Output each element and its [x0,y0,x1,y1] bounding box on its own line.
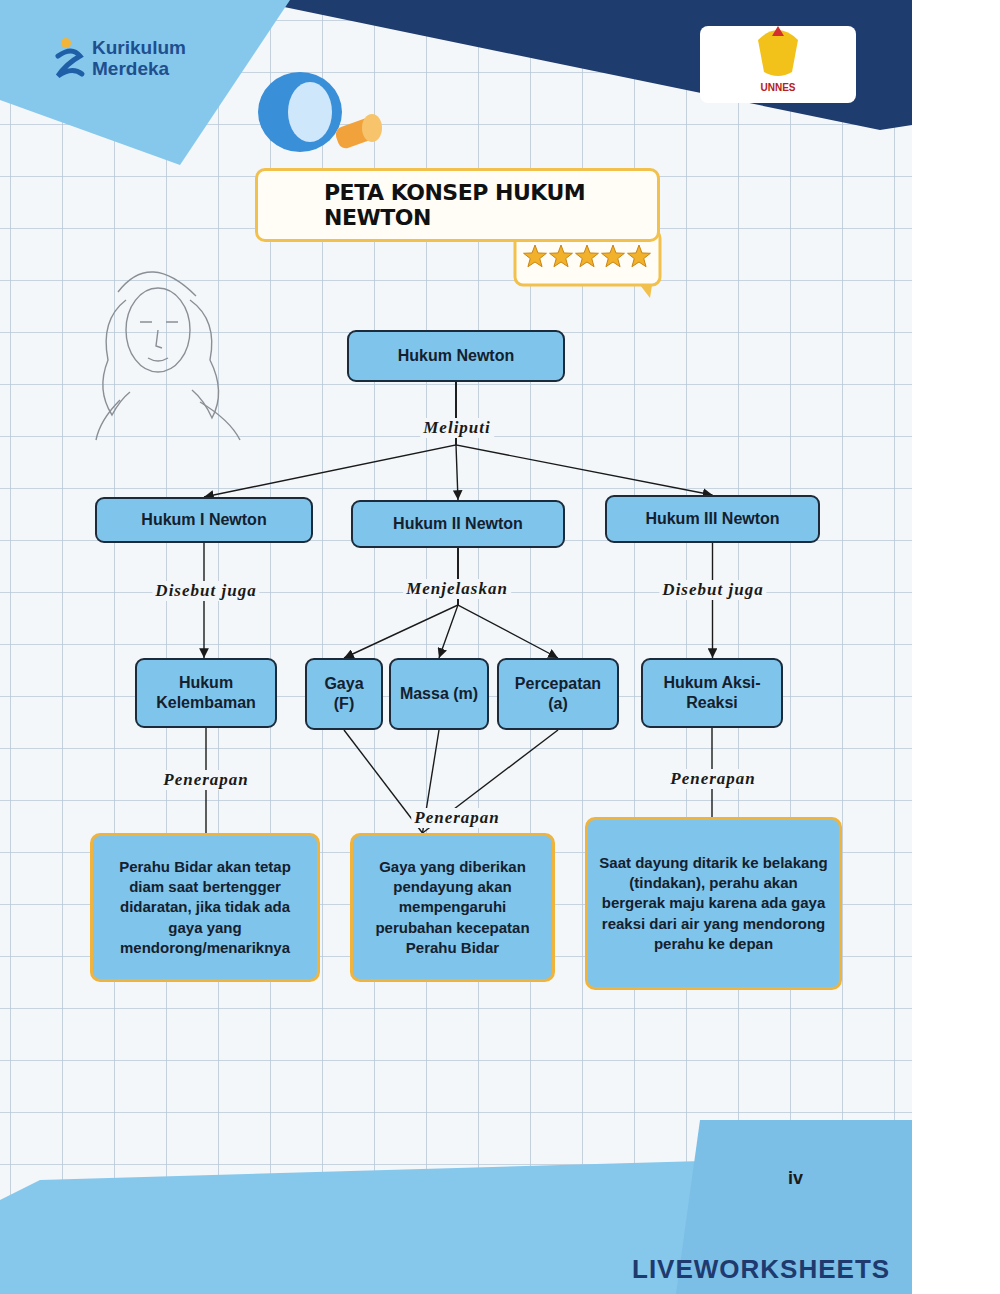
root-concept: Hukum Newton [347,330,565,382]
node-text: Hukum Kelembaman [145,673,267,713]
logo-panel [700,26,856,103]
rating-star [576,245,599,267]
megaphone-icon [258,72,382,152]
connector [344,548,458,658]
title-banner: PETA KONSEP HUKUM NEWTON [255,168,660,242]
paper [0,0,912,1294]
rating-star [602,245,625,267]
node-text: Saat dayung ditarik ke belakang (tindaka… [596,853,831,954]
brand-name: Kurikulum Merdeka [92,38,212,80]
application-box: Saat dayung ditarik ke belakang (tindaka… [585,817,842,990]
connector-label: Menjelaskan [403,579,511,599]
unnes-logo [758,26,798,76]
application-box: Gaya yang diberikan pendayung akan mempe… [350,833,555,982]
node-text: Hukum I Newton [141,510,266,530]
corner-band [0,0,290,165]
connector [456,382,713,495]
quantity-box: Gaya (F) [305,658,383,730]
connector-label: Disebut juga [659,580,766,600]
connector [458,548,558,658]
alias-box: Hukum Kelembaman [135,658,277,728]
connector-label: Penerapan [411,808,503,828]
node-text: Hukum II Newton [393,514,523,534]
connector [439,548,458,658]
node-text: Gaya (F) [315,674,373,714]
law-box: Hukum I Newton [95,497,313,543]
law-box: Hukum III Newton [605,495,820,543]
quantity-box: Massa (m) [389,658,489,730]
node-text: Hukum III Newton [645,509,779,529]
connector [712,543,713,658]
connector-label: Meliputi [420,418,494,438]
node-text: Massa (m) [400,684,478,704]
watermark: LIVEWORKSHEETS [632,1254,994,1285]
quantity-box: Percepatan (a) [497,658,619,730]
application-box: Perahu Bidar akan tetap diam saat berten… [90,833,320,982]
kurikulum-logo [58,38,82,76]
alias-box: Hukum Aksi-Reaksi [641,658,783,728]
connector-label: Disebut juga [152,581,259,601]
newton-sketch [96,272,240,440]
grid [0,0,912,1294]
rating-star [628,245,651,267]
node-text: Gaya yang diberikan pendayung akan mempe… [361,857,544,958]
node-text: Hukum Newton [398,346,514,366]
node-text: Hukum Aksi-Reaksi [651,673,773,713]
connector-label: Penerapan [160,770,252,790]
node-text: Perahu Bidar akan tetap diam saat berten… [101,857,309,958]
law-box: Hukum II Newton [351,500,565,548]
connector-label: Penerapan [667,769,759,789]
rating-star [550,245,573,267]
page-number: iv [788,1168,818,1189]
node-text: Percepatan (a) [507,674,609,714]
navy-band [250,0,912,130]
rating-star [524,245,547,267]
logo-text: UNNES [753,82,803,93]
connector [204,382,456,497]
title-text: PETA KONSEP HUKUM NEWTON [324,180,657,230]
